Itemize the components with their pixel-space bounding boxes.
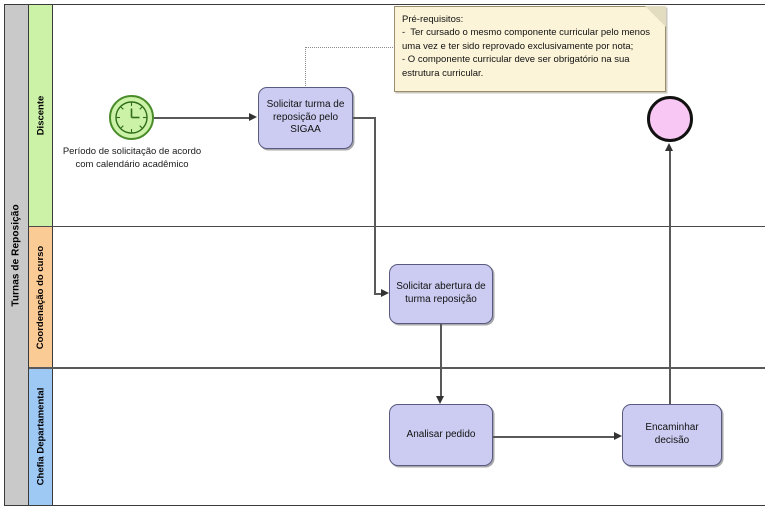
pool-title: Turnas de Reposição xyxy=(11,203,23,307)
flow-task2-to-task3 xyxy=(440,324,442,396)
lane-label-discente: Discente xyxy=(35,95,47,136)
note-line-3: - O componente curricular deve ser obrig… xyxy=(402,54,630,66)
flow-task1-segment-into-task2 xyxy=(374,293,382,295)
task-encaminhar-decisao[interactable]: Encaminhar decisão xyxy=(622,404,722,466)
flow-arrowhead-task2-to-task3 xyxy=(436,396,444,404)
lane-label-coordenacao: Coordenação do curso xyxy=(35,245,46,349)
flow-arrowhead-task1-to-task2 xyxy=(381,289,389,297)
note-line-2: uma vez e ter sido reprovado exclusivame… xyxy=(402,40,634,52)
task-solicitar-abertura-turma[interactable]: Solicitar abertura de turma reposição xyxy=(389,264,493,324)
association-line-horizontal xyxy=(305,47,395,48)
note-line-4: estrutura curricular. xyxy=(402,67,484,79)
timer-start-event[interactable] xyxy=(109,95,154,140)
flow-task4-to-end-event xyxy=(669,150,671,404)
lane-header-coordenacao: Coordenação do curso xyxy=(29,226,53,368)
lane-separator-1 xyxy=(29,226,765,227)
flow-start-to-solicitar-turma xyxy=(154,117,250,119)
end-event[interactable] xyxy=(647,96,693,142)
flow-arrowhead-start-to-task1 xyxy=(249,113,257,121)
task-solicitar-turma-sigaa[interactable]: Solicitar turma de reposição pelo SIGAA xyxy=(258,87,353,149)
pool-header: Turnas de Reposição xyxy=(5,5,29,505)
association-line-vertical xyxy=(305,47,306,92)
lane-header-chefia: Chefia Departamental xyxy=(29,368,53,505)
annotation-note-pre-requisitos: Pré-requisitos: - Ter cursado o mesmo co… xyxy=(394,6,666,92)
lane-label-chefia: Chefia Departamental xyxy=(35,387,47,486)
task-label-solicitar-turma-sigaa: Solicitar turma de reposição pelo SIGAA xyxy=(266,98,345,136)
task-label-analisar-pedido: Analisar pedido xyxy=(406,428,476,440)
flow-task1-segment-down xyxy=(374,117,376,294)
flow-arrowhead-task3-to-task4 xyxy=(614,432,622,440)
note-fold-corner xyxy=(645,6,666,27)
task-analisar-pedido[interactable]: Analisar pedido xyxy=(389,404,493,466)
task-label-solicitar-abertura-turma: Solicitar abertura de turma reposição xyxy=(396,281,486,305)
lane-header-discente: Discente xyxy=(29,5,53,226)
clock-icon xyxy=(115,101,148,134)
note-title: Pré-requisitos: xyxy=(402,14,464,25)
timer-start-label-line2: com calendário acadêmico xyxy=(75,158,189,170)
timer-start-event-label: Período de solicitação de acordo com cal… xyxy=(36,146,228,171)
flow-task3-to-task4 xyxy=(493,436,615,438)
lane-separator-2 xyxy=(29,367,765,369)
timer-start-label-line1: Período de solicitação de acordo xyxy=(62,146,202,157)
flow-arrowhead-task4-to-end xyxy=(665,143,673,151)
task-label-encaminhar-decisao: Encaminhar decisão xyxy=(645,422,699,446)
flow-task1-segment-right xyxy=(353,117,375,119)
note-line-1: - Ter cursado o mesmo componente curricu… xyxy=(402,27,650,39)
